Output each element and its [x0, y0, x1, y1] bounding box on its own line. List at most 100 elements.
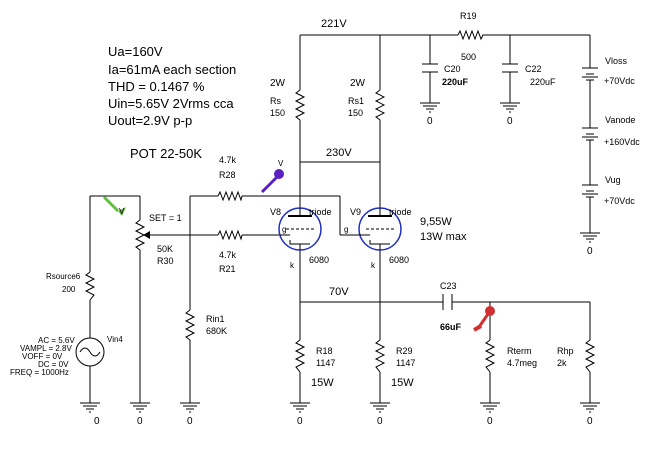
v8-cathode-pin: k — [290, 261, 295, 270]
rterm-value: 4.7meg — [507, 358, 537, 368]
c20-value: 220uF — [442, 77, 469, 87]
resistor-r18 — [294, 339, 306, 373]
resistor-rin1 — [184, 309, 196, 341]
ground-label: 0 — [297, 416, 303, 427]
c23-value: 66uF — [440, 322, 462, 332]
r21-name: R21 — [219, 264, 236, 274]
rsource6-name: Rsource6 — [46, 272, 81, 281]
v8-name: V8 — [270, 207, 281, 217]
rhp-value: 2k — [557, 358, 567, 368]
ground-icon — [580, 402, 600, 413]
ground-icon — [580, 232, 600, 243]
ground-icon — [290, 402, 310, 413]
v9-type: triode — [389, 207, 412, 217]
vug-value: +70Vdc — [604, 196, 635, 206]
rs1-name: Rs1 — [348, 96, 364, 106]
vin4-freq: FREQ = 1000Hz — [10, 368, 69, 377]
r18-name: R18 — [316, 346, 333, 356]
probe-green-icon[interactable]: V — [102, 195, 126, 216]
probe-red-icon[interactable] — [473, 306, 495, 332]
vug-name: Vug — [605, 175, 621, 185]
ground-icon — [180, 402, 200, 413]
resistor-r28 — [217, 190, 243, 202]
resistor-rhp — [584, 339, 596, 373]
ground-icon — [480, 402, 500, 413]
triode-v9 — [358, 207, 402, 251]
battery-vloss — [582, 67, 598, 81]
rsource6-value: 200 — [62, 285, 76, 294]
pot-label: POT 22-50K — [130, 146, 202, 161]
vin4-name: Vin4 — [107, 335, 123, 344]
r30-name: R30 — [157, 256, 174, 266]
vloss-name: Vloss — [605, 56, 628, 66]
resistor-r19 — [457, 29, 485, 41]
rs-power: 2W — [270, 78, 286, 89]
ground-icon — [420, 102, 440, 113]
note-uin: Uin=5.65V 2Vrms cca — [108, 96, 234, 111]
net-labels: 221V 230V 70V — [321, 18, 352, 298]
rin1-value: 680K — [206, 326, 227, 336]
ground-label: 0 — [427, 116, 433, 127]
v9-cathode-pin: k — [371, 261, 376, 270]
resistor-rs1 — [374, 89, 386, 121]
capacitor-c23 — [442, 294, 453, 310]
resistor-r21 — [217, 229, 243, 241]
r28-name: R28 — [219, 170, 236, 180]
r30-value: 50K — [157, 244, 173, 254]
component-labels: R19 500 2W Rs 150 2W Rs1 150 C20 220uF C… — [10, 11, 640, 389]
vloss-value: +70Vdc — [604, 76, 635, 86]
ground-label: 0 — [137, 416, 143, 427]
ground-label: 0 — [507, 116, 513, 127]
r29-name: R29 — [396, 346, 413, 356]
ground-icon — [370, 402, 390, 413]
resistor-r29 — [374, 339, 386, 373]
svg-text:V: V — [119, 207, 125, 216]
ground-symbols — [80, 102, 600, 413]
r19-value: 500 — [461, 52, 476, 62]
r28-value: 4.7k — [219, 155, 237, 165]
r29-power: 15W — [391, 377, 414, 389]
v9-name: V9 — [350, 207, 361, 217]
probe-purple-icon[interactable]: V — [260, 159, 284, 194]
ac-source-vin4 — [75, 337, 105, 367]
battery-vug — [582, 184, 598, 198]
battery-vanode — [582, 127, 598, 141]
vanode-name: Vanode — [605, 115, 635, 125]
vanode-value: +160Vdc — [604, 137, 640, 147]
ground-label: 0 — [487, 416, 493, 427]
ground-label: 0 — [94, 416, 100, 427]
potentiometer-r30 — [134, 219, 150, 251]
rin1-name: Rin1 — [206, 314, 225, 324]
r30-set: SET = 1 — [149, 213, 182, 223]
vin4-ac: AC = 5.6V — [38, 336, 75, 345]
ground-label: 0 — [187, 416, 193, 427]
r19-name: R19 — [460, 11, 477, 21]
capacitor-c20 — [422, 63, 438, 73]
note-uout: Uout=2.9V p-p — [108, 113, 192, 128]
design-notes: Ua=160V Ia=61mA each section THD = 0.146… — [108, 44, 236, 161]
rs1-value: 150 — [348, 108, 363, 118]
wires — [89, 34, 591, 403]
resistor-rterm — [484, 339, 496, 373]
note-thd: THD = 0.1467 % — [108, 79, 205, 94]
v9-part: 6080 — [389, 255, 409, 265]
svg-text:V: V — [278, 159, 284, 168]
net-230v: 230V — [326, 147, 352, 159]
r18-value: 1147 — [316, 358, 335, 368]
ground-icon — [500, 102, 520, 113]
tube-dissipation-max: 13W max — [420, 231, 467, 243]
tube-dissipation: 9,55W — [420, 216, 452, 228]
c20-name: C20 — [444, 64, 461, 74]
net-221v: 221V — [321, 18, 347, 30]
triode-v8 — [278, 207, 322, 251]
v8-grid-pin: g — [282, 225, 286, 234]
r21-value: 4.7k — [219, 250, 237, 260]
ground-label: 0 — [587, 416, 593, 427]
vin4-voff: VOFF = 0V — [22, 352, 63, 361]
vin4-vampl: VAMPL = 2.8V — [20, 344, 72, 353]
rterm-name: Rterm — [507, 346, 532, 356]
rs-value: 150 — [270, 108, 285, 118]
net-70v: 70V — [329, 286, 349, 298]
